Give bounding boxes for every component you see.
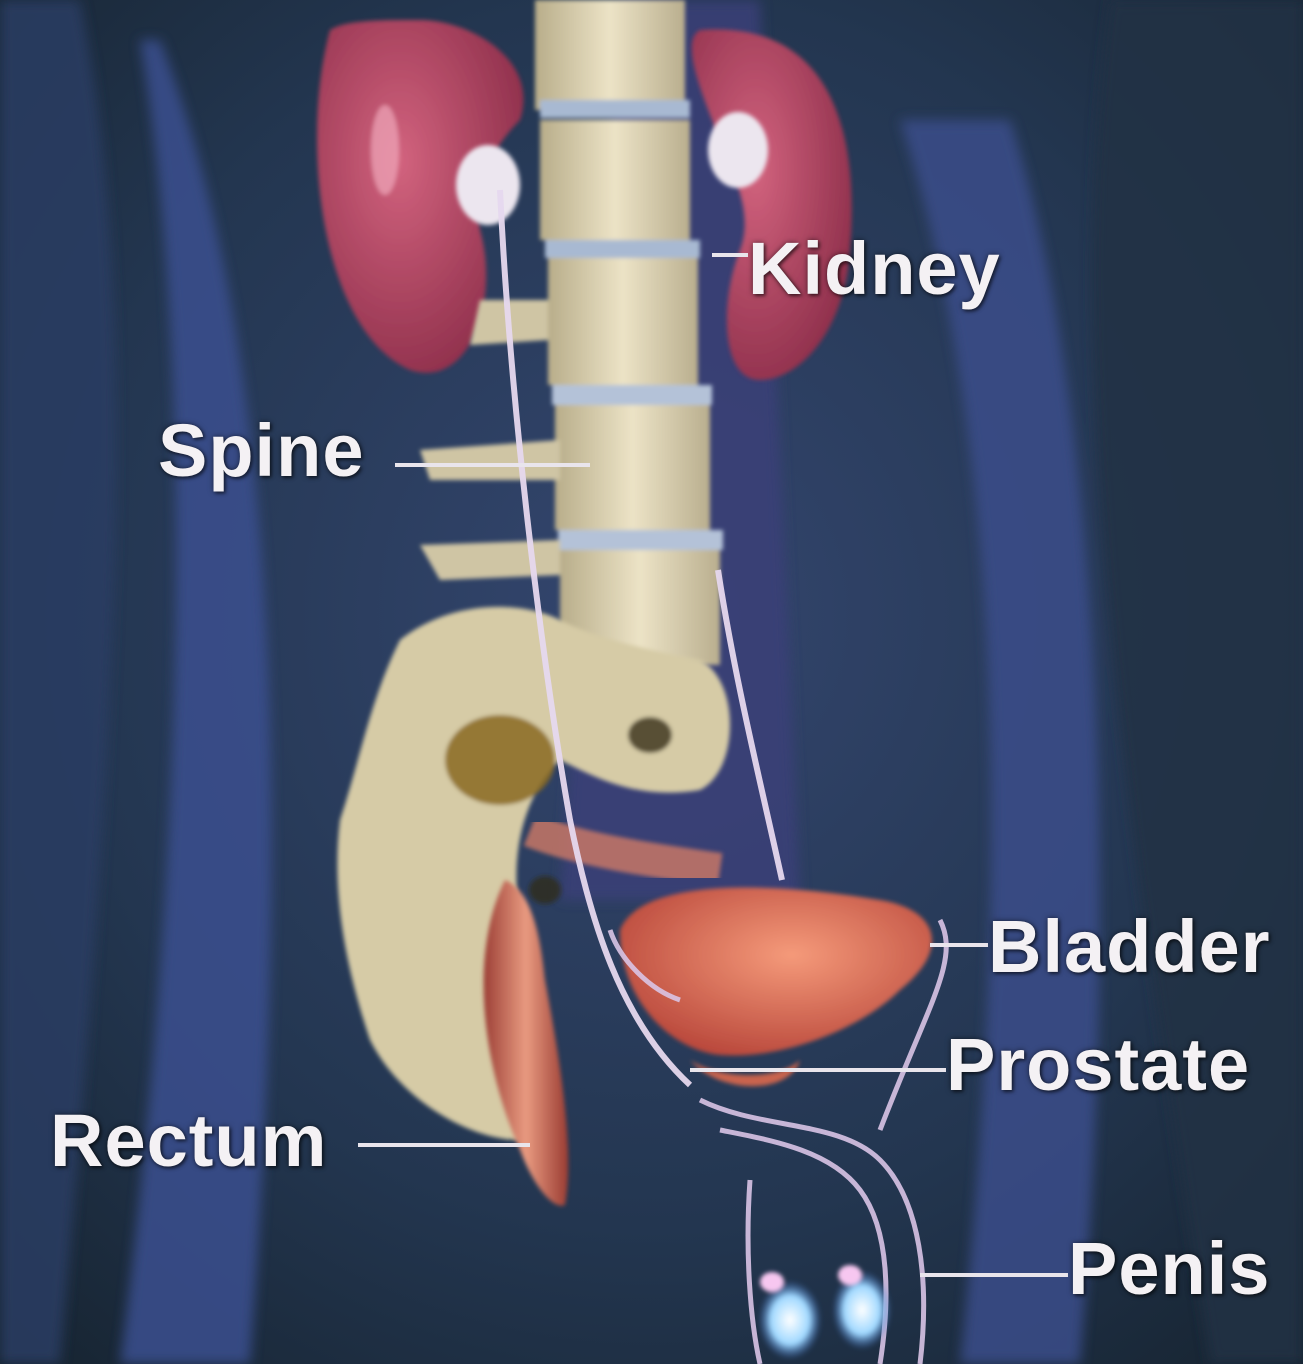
label-penis: Penis	[1068, 1232, 1270, 1306]
label-spine: Spine	[158, 414, 364, 488]
label-kidney: Kidney	[748, 232, 1001, 306]
label-rectum: Rectum	[50, 1104, 327, 1178]
label-bladder: Bladder	[988, 910, 1271, 984]
label-prostate: Prostate	[946, 1028, 1250, 1102]
